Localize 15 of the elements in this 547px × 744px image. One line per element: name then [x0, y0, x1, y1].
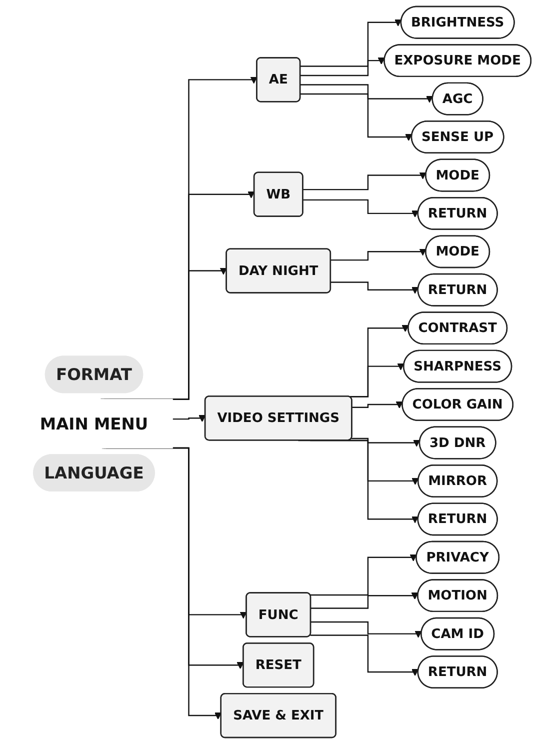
arrow: [310, 554, 418, 596]
arrow: [300, 57, 386, 76]
arrow: [310, 634, 419, 676]
arrow: [331, 282, 419, 294]
arrow: [352, 401, 404, 408]
arrow: [311, 621, 422, 638]
arrow: [172, 414, 206, 422]
arrow: [300, 93, 412, 141]
arrow: [352, 438, 420, 447]
arrow: [331, 248, 427, 261]
arrow: [311, 592, 419, 609]
arrow: [300, 84, 434, 103]
arrow: [303, 172, 427, 190]
arrow: [300, 19, 402, 67]
arrow: [303, 199, 419, 218]
